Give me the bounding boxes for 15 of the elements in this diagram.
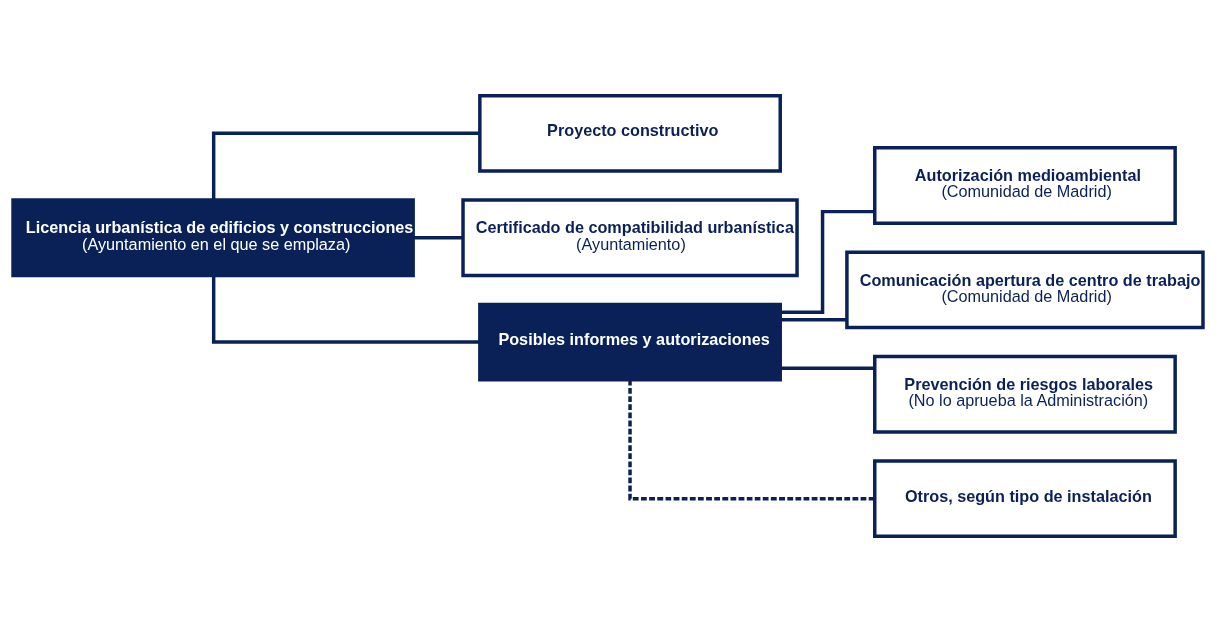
node-box: Posibles informes y autorizaciones: [478, 302, 782, 382]
node-box: Prevención de riesgos laborales (No lo aprueba la Administración): [873, 354, 1177, 434]
node-box: Autorización medioambiental (Comunidad de Madrid): [873, 146, 1177, 225]
connector: [211, 131, 480, 200]
node-box: Licencia urbanística de edificios y construcciones (Ayuntamiento en el que se emplaza): [11, 198, 415, 278]
node-box: Proyecto constructivo: [478, 93, 782, 173]
connector: [780, 318, 847, 322]
connector: [780, 209, 875, 314]
node-box: Comunicación apertura de centro de trabajo (Comunidad de Madrid): [845, 250, 1205, 330]
connector: [413, 235, 463, 240]
node-box: Certificado de compatibilidad urbanística (Ayuntamiento): [461, 198, 799, 278]
connector: [780, 366, 875, 370]
connector: [628, 380, 875, 501]
node-box: Otros, según tipo de instalación: [873, 459, 1177, 539]
connector: [211, 275, 480, 344]
